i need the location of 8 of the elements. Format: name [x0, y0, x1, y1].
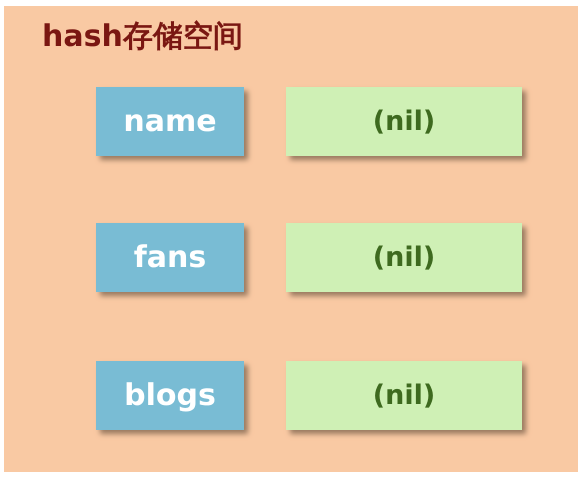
panel-title: hash存储空间	[42, 18, 243, 56]
storage-panel	[4, 6, 578, 472]
value-box: (nil)	[286, 361, 522, 430]
key-box: blogs	[96, 361, 244, 430]
value-box: (nil)	[286, 87, 522, 156]
key-box: fans	[96, 223, 244, 292]
value-box: (nil)	[286, 223, 522, 292]
key-box: name	[96, 87, 244, 156]
